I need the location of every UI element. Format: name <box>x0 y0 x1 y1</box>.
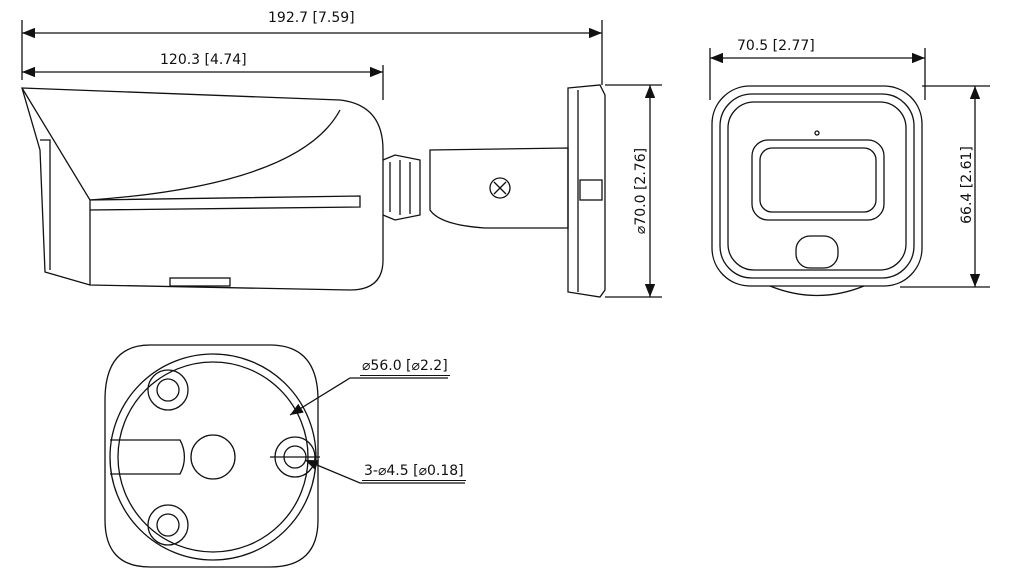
base-diameter-label: ⌀56.0 [⌀2.2] <box>360 358 450 376</box>
camera-front-view <box>711 85 923 297</box>
total-length-label: 192.7 [7.59] <box>268 10 355 26</box>
mount-diameter-label: ⌀70.0 [2.76] <box>633 147 649 235</box>
holes-label: 3-⌀4.5 [⌀0.18] <box>362 463 466 481</box>
camera-bottom-view <box>104 344 319 568</box>
dimension-line-total-length <box>21 20 603 85</box>
mounting-hole <box>147 504 189 546</box>
dimension-line-front-height <box>900 85 990 288</box>
front-width-label: 70.5 [2.77] <box>737 38 815 54</box>
leader-lines <box>270 377 465 484</box>
dimension-line-front-width <box>709 48 926 100</box>
camera-side-view <box>21 84 606 298</box>
dimension-line-body-length <box>22 65 384 100</box>
body-length-label: 120.3 [4.74] <box>160 52 247 68</box>
front-height-label: 66.4 [2.61] <box>959 146 975 224</box>
dimension-line-mount-diameter <box>605 84 662 298</box>
mounting-hole <box>147 369 189 411</box>
